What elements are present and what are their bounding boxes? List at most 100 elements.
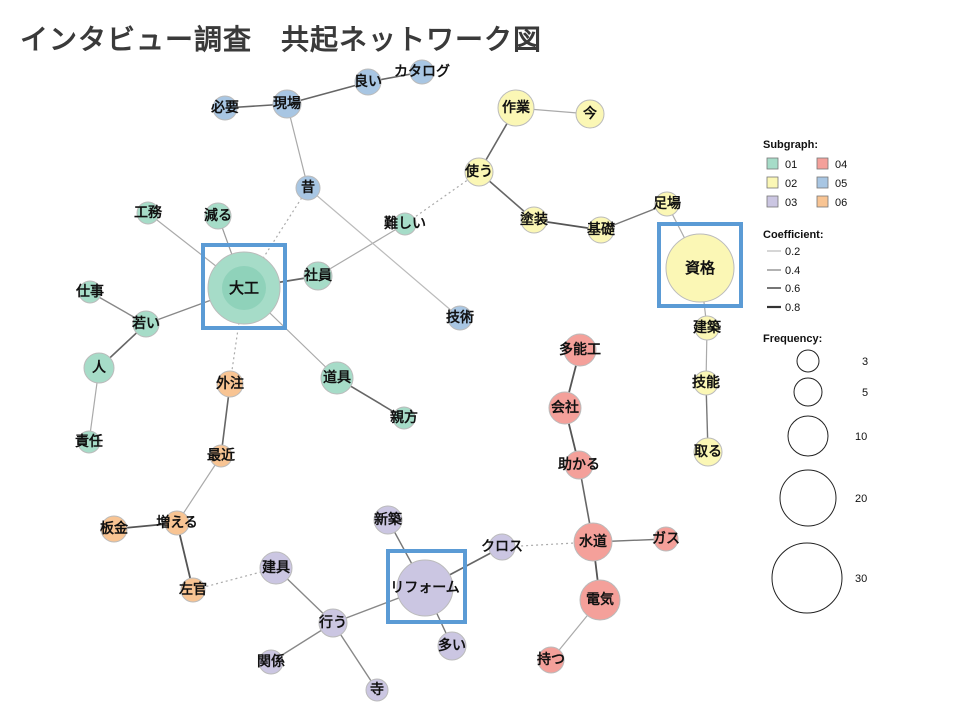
legend-label-03: 03 [785, 197, 797, 209]
labels: 大工 減る 工務 仕事 若い 人 責任 社員 道具 親方 難しい 必要 現場 良… [75, 63, 722, 698]
node-tsukau [464, 157, 494, 187]
node-suidou [573, 522, 613, 562]
label-okonau: 行う [318, 614, 347, 631]
edge [404, 171, 480, 225]
label-catalog: カタログ [394, 63, 450, 80]
label-shain: 社員 [303, 267, 332, 284]
node-yoi [354, 68, 382, 96]
node-fueru [164, 510, 190, 536]
label-hitsuyou: 必要 [210, 99, 239, 116]
legend-label-02: 02 [785, 178, 797, 190]
label-genba: 現場 [273, 95, 301, 112]
highlight-box-shikaku [657, 222, 743, 308]
node-dougu [320, 361, 354, 395]
label-fueru: 増える [156, 514, 198, 531]
node-gas [653, 526, 679, 552]
node-kengu [259, 551, 293, 585]
legend-freq-30: 30 [855, 573, 867, 585]
label-bankin: 板金 [100, 520, 129, 537]
label-hito: 人 [92, 359, 107, 376]
node-sakan [180, 577, 206, 603]
node-shain [303, 261, 333, 291]
node-cross [488, 533, 516, 561]
legend-swatch-02 [766, 176, 779, 189]
edge [192, 567, 277, 591]
label-sagyou: 作業 [502, 99, 531, 116]
node-sekinin [77, 430, 101, 454]
label-ooi: 多い [438, 637, 466, 654]
label-yoi: 良い [354, 73, 382, 90]
label-suidou: 水道 [579, 533, 607, 550]
label-ima: 今 [582, 105, 597, 122]
nodes [77, 59, 735, 702]
node-heru [204, 202, 232, 230]
label-shikaku: 資格 [685, 259, 716, 277]
legend-label-01: 01 [785, 159, 797, 171]
legend-swatch-06 [816, 195, 829, 208]
label-tera: 寺 [370, 682, 384, 698]
legend-freq-5: 5 [862, 387, 868, 399]
highlight-box-daiku [201, 243, 287, 330]
legend-coefficient-title: Coefficient: [763, 229, 824, 241]
legend-freq-circle-3 [796, 349, 820, 373]
legend-subgraph-title: Subgraph: [763, 139, 818, 151]
label-koumu: 工務 [134, 204, 163, 221]
legend-swatch-03 [766, 195, 779, 208]
label-kankei: 関係 [257, 653, 285, 670]
label-tsukau: 使う [464, 163, 493, 180]
label-heru: 減る [204, 207, 232, 224]
node-kenchiku [694, 315, 720, 341]
label-kenchiku: 建築 [693, 319, 722, 336]
node-gijutsu [447, 305, 473, 331]
legend-coef-06: 0.6 [785, 283, 800, 295]
label-oyakata: 親方 [390, 409, 418, 426]
node-tera [365, 678, 389, 702]
node-shigoto [78, 280, 102, 304]
label-shigoto: 仕事 [75, 283, 104, 300]
node-shinchiku [373, 505, 403, 535]
legend-freq-circle-30 [771, 542, 843, 614]
node-ashiba [654, 191, 680, 217]
legend-label-04: 04 [835, 159, 847, 171]
label-dougu: 道具 [323, 369, 351, 386]
edge [317, 223, 406, 277]
label-gijutsu: 技術 [446, 309, 474, 326]
legend-freq-3: 3 [862, 356, 868, 368]
legend-label-05: 05 [835, 178, 847, 190]
node-daiku-core [222, 266, 266, 310]
legend-frequency-title: Frequency: [763, 333, 822, 345]
legend-coef-02: 0.2 [785, 246, 800, 258]
label-reform: リフォーム [390, 580, 460, 596]
label-gaichuu: 外注 [216, 375, 244, 392]
label-muzukashii: 難しい [384, 215, 426, 232]
label-kengu: 建具 [262, 559, 290, 576]
node-oyakata [392, 406, 416, 430]
legend-freq-circle-20 [779, 469, 837, 527]
node-mukashi [295, 175, 321, 201]
node-gaichuu [216, 370, 244, 398]
legend-freq-circle-10 [787, 415, 829, 457]
node-hitsuyou [212, 95, 238, 121]
node-wakai [132, 310, 160, 338]
node-reform [396, 559, 454, 617]
node-okonau [318, 608, 348, 638]
legend-swatch-01 [766, 157, 779, 170]
label-ginou: 技能 [692, 374, 720, 391]
legend-coef-04: 0.4 [785, 265, 800, 277]
legend-coef-08: 0.8 [785, 302, 800, 314]
label-tanoukou: 多能工 [559, 341, 601, 358]
node-kiso [587, 216, 615, 244]
edge [307, 187, 461, 319]
node-catalog [409, 59, 435, 85]
label-tasukaru: 助かる [558, 456, 600, 473]
node-kankei [258, 649, 284, 675]
label-kiso: 基礎 [587, 221, 616, 238]
node-toru [693, 437, 723, 467]
label-denki: 電気 [586, 591, 614, 608]
label-wakai: 若い [131, 315, 160, 332]
node-tosou [520, 206, 548, 234]
label-daiku: 大工 [229, 279, 259, 297]
node-tanoukou [563, 333, 597, 367]
node-shikaku [665, 233, 735, 303]
